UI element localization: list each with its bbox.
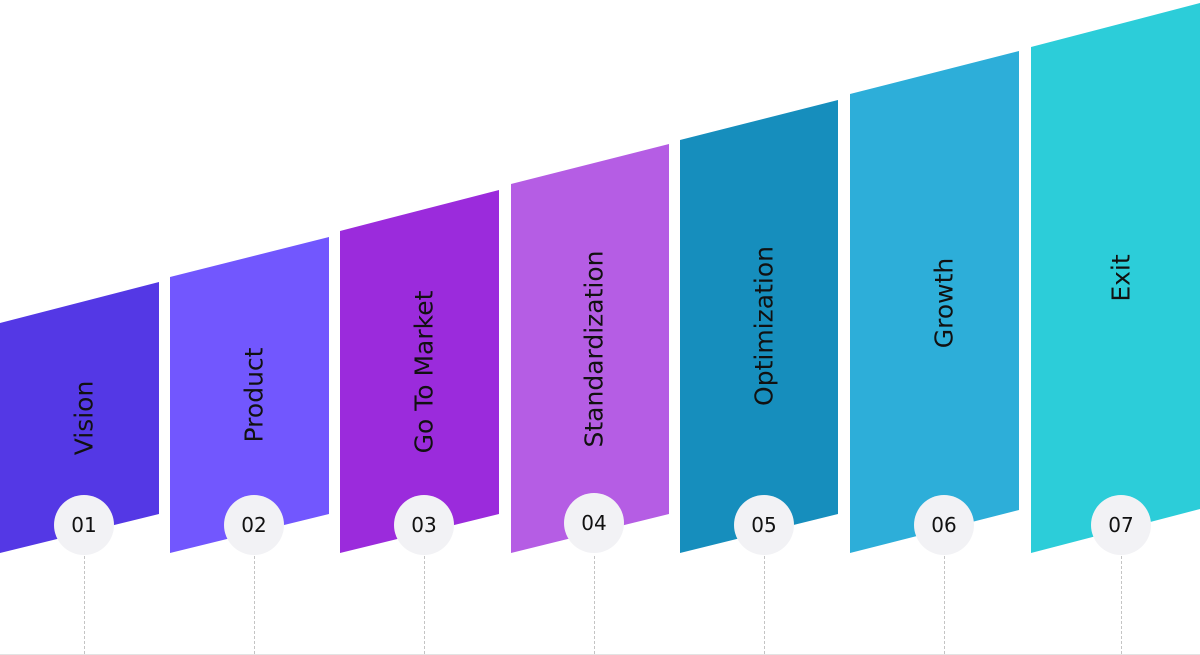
stage-2-block: Product — [170, 237, 329, 553]
stage-4-number-badge: 04 — [564, 493, 624, 553]
stage-7-block: Exit — [1031, 3, 1200, 553]
stage-2-number-badge: 02 — [224, 495, 284, 555]
stage-2-connector — [254, 556, 255, 654]
stage-4-block: Standardization — [511, 144, 669, 553]
stage-6-label: Growth — [929, 257, 959, 349]
stage-5-connector — [764, 556, 765, 654]
stage-3-block: Go To Market — [340, 190, 499, 553]
stage-1-label: Vision — [69, 380, 99, 456]
stage-1-number-badge: 01 — [54, 495, 114, 555]
stage-5-label: Optimization — [749, 246, 779, 406]
stage-4-label: Standardization — [579, 250, 609, 448]
stage-6-number-badge: 06 — [914, 495, 974, 555]
stage-7-number-badge: 07 — [1091, 495, 1151, 555]
stage-1-block: Vision — [0, 282, 159, 553]
stage-2-label: Product — [239, 347, 269, 443]
stage-7-connector — [1121, 556, 1122, 654]
stage-7-label: Exit — [1106, 254, 1136, 302]
stage-3-label: Go To Market — [409, 290, 439, 454]
stage-5-number-badge: 05 — [734, 495, 794, 555]
stage-6-connector — [944, 556, 945, 654]
stage-3-connector — [424, 556, 425, 654]
stage-6-block: Growth — [850, 51, 1019, 553]
stage-1-connector — [84, 556, 85, 654]
stage-5-block: Optimization — [680, 100, 838, 553]
stage-4-connector — [594, 556, 595, 654]
stage-3-number-badge: 03 — [394, 495, 454, 555]
